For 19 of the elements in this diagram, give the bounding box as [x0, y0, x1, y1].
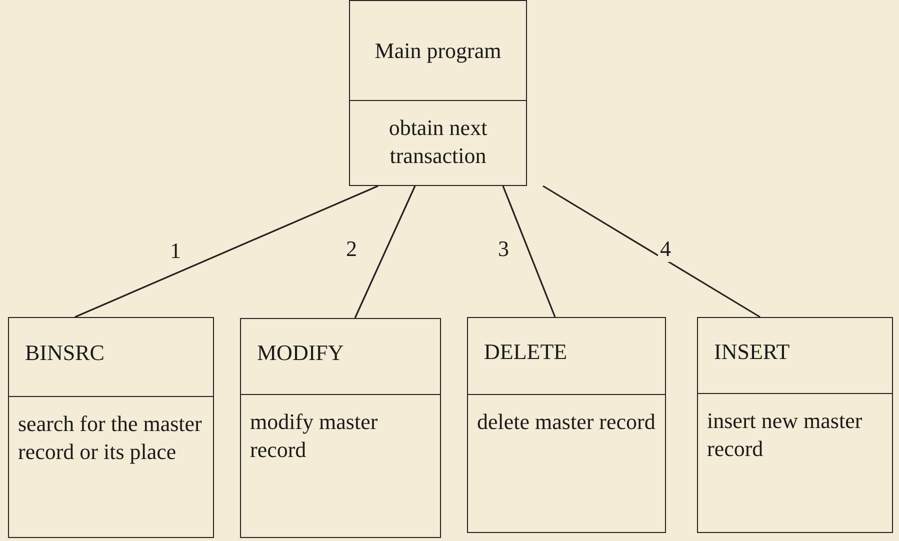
- module-name: MODIFY: [257, 338, 344, 366]
- module-box: [349, 0, 527, 186]
- connector-line: [354, 186, 416, 318]
- module-description: obtain next transaction: [388, 114, 488, 170]
- module-description: modify master record: [250, 408, 379, 464]
- module-name: Main program: [374, 36, 502, 64]
- module-box: [8, 317, 214, 538]
- module-description: search for the master record or its place: [18, 410, 203, 466]
- module-name: DELETE: [484, 338, 568, 366]
- connector-line: [502, 186, 556, 318]
- connector-line: [542, 185, 760, 318]
- connector-line: [74, 185, 378, 318]
- module-name: INSERT: [714, 338, 790, 366]
- module-description: delete master record: [477, 408, 656, 436]
- module-box: [467, 317, 666, 533]
- module-description: insert new master record: [707, 407, 864, 463]
- module-box: [697, 317, 893, 533]
- module-name: BINSRC: [25, 339, 104, 367]
- module-box: [240, 318, 441, 538]
